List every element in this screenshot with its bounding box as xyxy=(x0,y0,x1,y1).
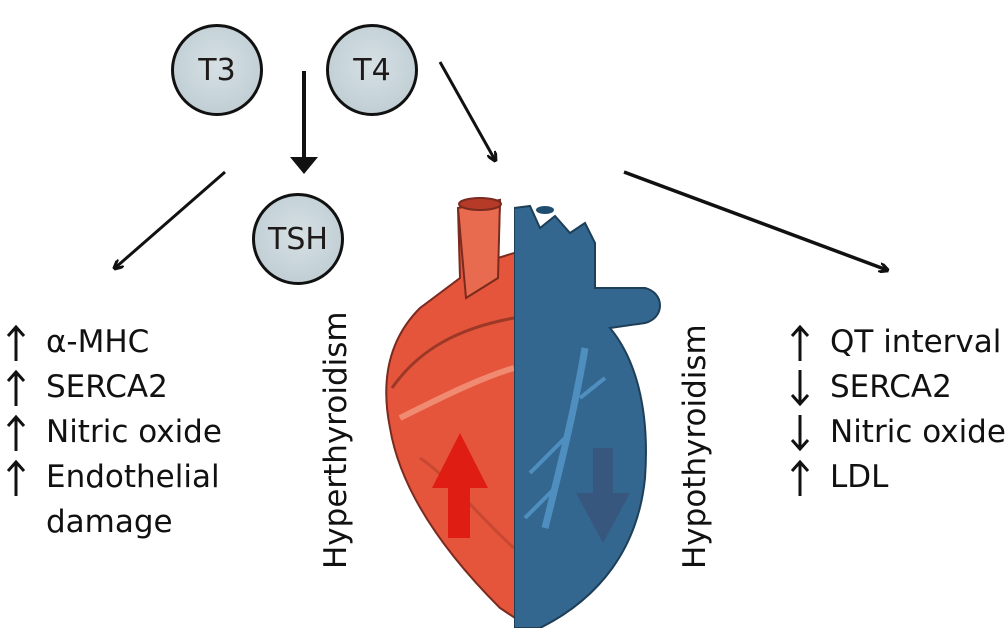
effect-text: LDL xyxy=(830,459,889,495)
decrease-arrow-icon xyxy=(576,448,630,543)
effect-text: QT interval xyxy=(830,324,1002,360)
up-arrow-icon xyxy=(6,320,46,362)
heart-hyper-half xyxy=(385,197,514,619)
list-item: Endothelial damage xyxy=(6,455,222,545)
list-item: Nitric oxide xyxy=(790,410,1006,455)
up-arrow-icon xyxy=(6,410,46,452)
t4-label: T4 xyxy=(353,52,391,88)
down-arrow-icon xyxy=(790,410,830,452)
effect-text: SERCA2 xyxy=(830,369,952,405)
t4-node: T4 xyxy=(326,24,418,116)
up-arrow-icon xyxy=(790,455,830,497)
hypothyroidism-label: Hypothyroidism xyxy=(677,324,713,569)
effect-text: SERCA2 xyxy=(46,369,168,405)
hyperthyroidism-effects-list: α-MHC SERCA2 Nitric oxide Endothelial da… xyxy=(6,320,222,545)
effect-text: Nitric oxide xyxy=(830,414,1006,450)
t3-label: T3 xyxy=(198,52,236,88)
heart-illustration xyxy=(385,197,661,628)
increase-arrow-icon xyxy=(432,433,488,538)
list-item: α-MHC xyxy=(6,320,222,365)
effect-text-line2: damage xyxy=(46,504,173,540)
effect-text: Endothelial xyxy=(46,459,220,495)
list-item: LDL xyxy=(790,455,1006,500)
up-arrow-icon xyxy=(790,320,830,362)
up-arrow-icon xyxy=(6,365,46,407)
list-item: SERCA2 xyxy=(6,365,222,410)
down-arrow-icon xyxy=(790,365,830,407)
effect-text: α-MHC xyxy=(46,324,150,360)
tsh-node: TSH xyxy=(252,193,344,285)
arrow-to-tsh-head xyxy=(290,157,318,174)
hyperthyroidism-label: Hyperthyroidism xyxy=(318,311,354,569)
tsh-label: TSH xyxy=(268,221,328,257)
effect-text: Nitric oxide xyxy=(46,414,222,450)
heart-hypo-half xyxy=(514,204,661,628)
effect-text-multiline: Endothelial damage xyxy=(46,455,220,545)
list-item: SERCA2 xyxy=(790,365,1006,410)
hypothyroidism-effects-list: QT interval SERCA2 Nitric oxide LDL xyxy=(790,320,1006,500)
list-item: Nitric oxide xyxy=(6,410,222,455)
arrow-t4-to-heart xyxy=(438,61,495,160)
t3-node: T3 xyxy=(171,24,263,116)
arrow-t3-to-hyper-effects xyxy=(115,170,226,268)
arrow-to-hypo-effects xyxy=(623,170,887,270)
list-item: QT interval xyxy=(790,320,1006,365)
up-arrow-icon xyxy=(6,455,46,497)
